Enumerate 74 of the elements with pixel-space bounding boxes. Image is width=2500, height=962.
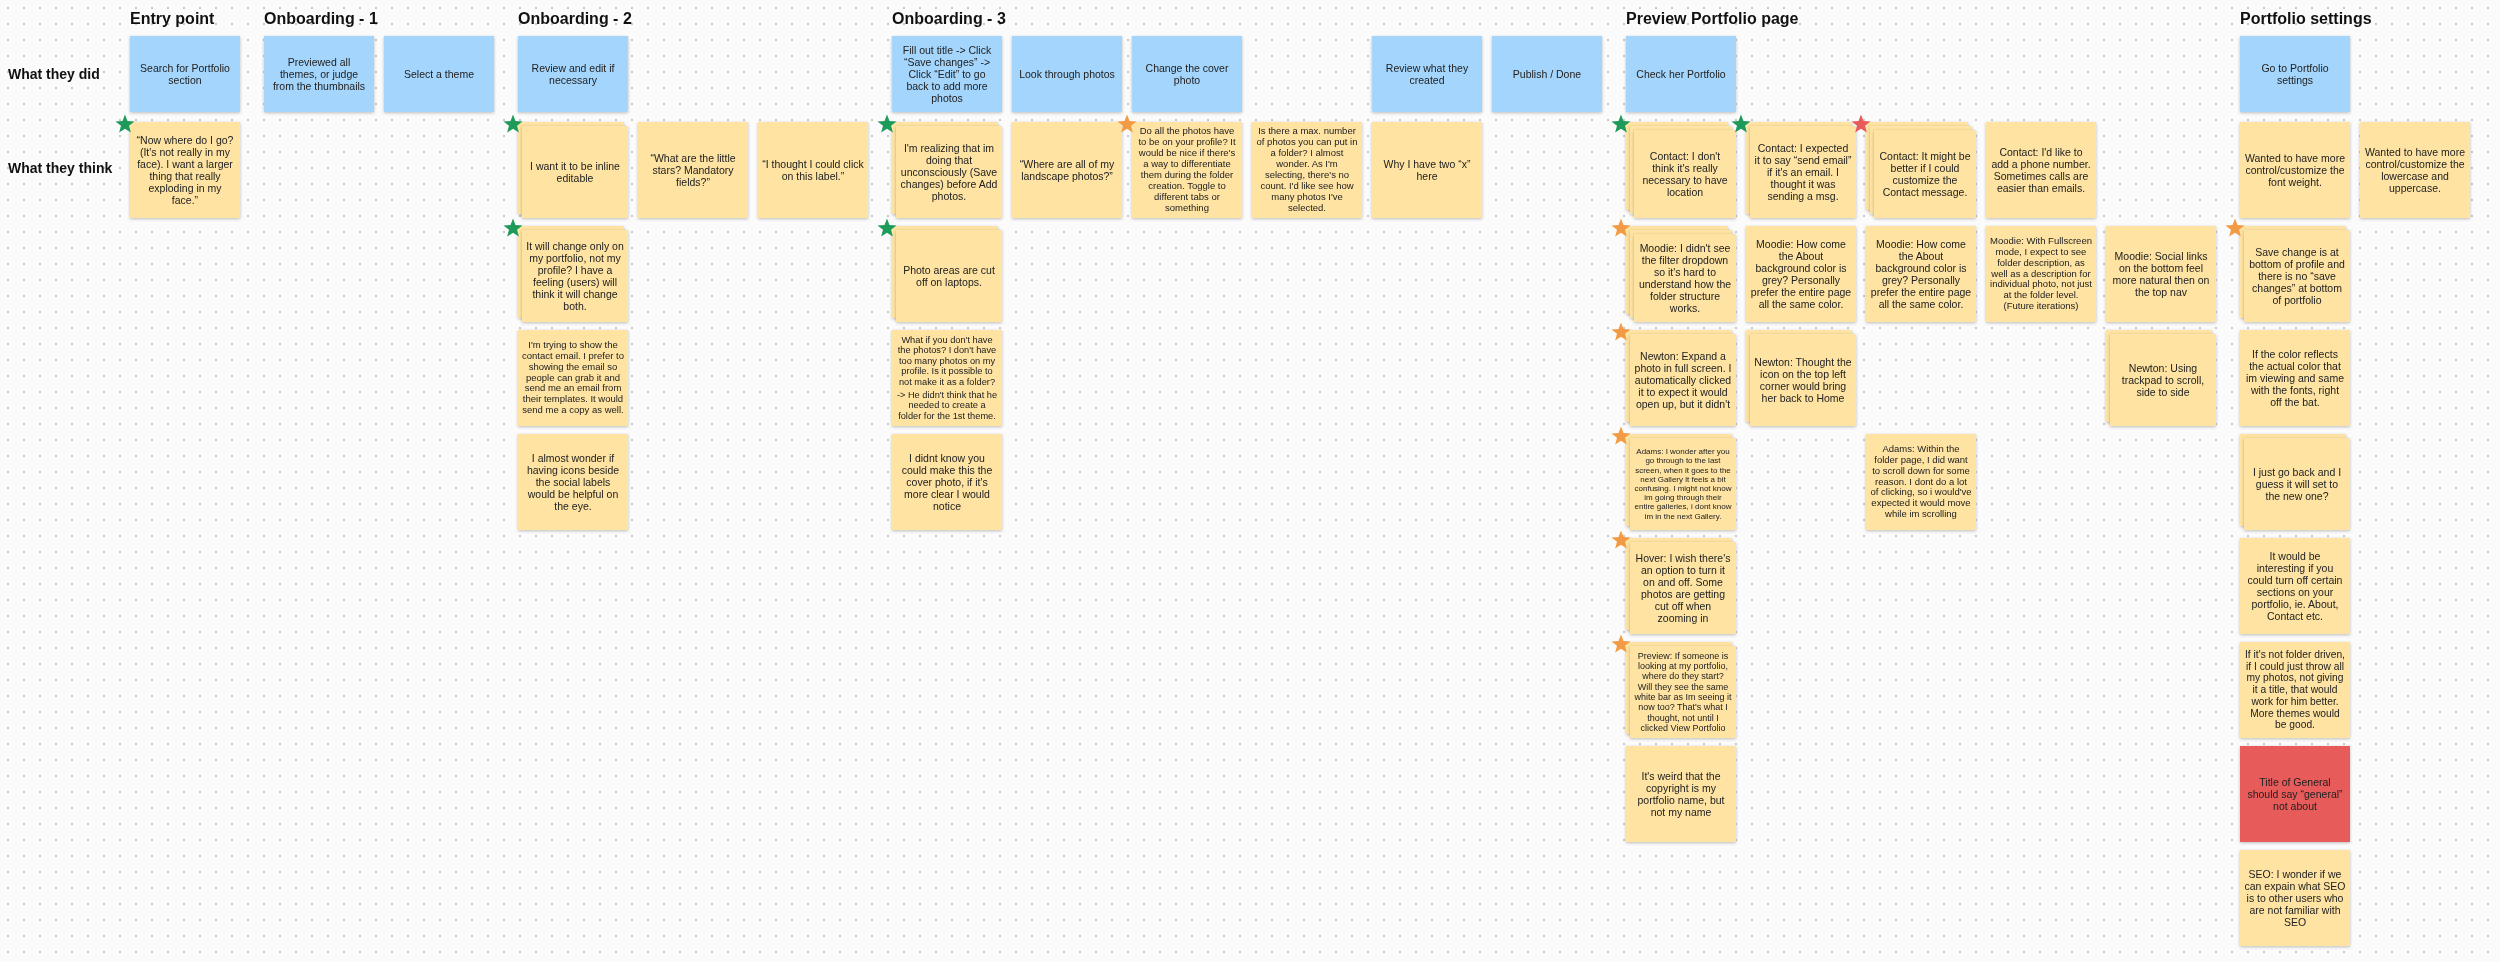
sticky-note: Fill out title -> Click “Save changes” -> Click “Edit” to go back to add more photos [892, 36, 1002, 112]
sticky-note-stack [518, 122, 628, 218]
sticky-note-stack [1626, 226, 1736, 322]
sticky-note: Search for Portfolio section [130, 36, 240, 112]
sticky-note: If it's not folder driven, if I could just throw all my photos, not giving it a title, that would work for him better. More themes would be good. [2240, 642, 2350, 738]
sticky-note: “What are the little stars? Mandatory fields?” [638, 122, 748, 218]
note-text: Newton: Expand a photo in full screen. I automatically clicked it to expect it would open up, but it didn't [1634, 349, 1732, 411]
row-heading: What they think [8, 160, 113, 176]
sticky-note-stack [1746, 330, 1856, 426]
sticky-note: Moodie: How come the About background color is grey? Personally prefer the entire page all the same color. [1746, 226, 1856, 322]
sticky-note-stack [1626, 538, 1736, 634]
sticky-note-stack [892, 226, 1002, 322]
sticky-note-stack [1866, 122, 1976, 218]
note-text: I'm realizing that im doing that unconsciously (Save changes) before Add photos. [900, 141, 998, 203]
sticky-note: Moodie: How come the About background color is grey? Personally prefer the entire page all the same color. [1866, 226, 1976, 322]
sticky-note: SEO: I wonder if we can expain what SEO is to other users who are not familiar with SEO [2240, 850, 2350, 946]
sticky-note: “Now where do I go? (It's not really in my face). I want a larger thing that really exploding in my face.” [130, 122, 240, 218]
sticky-note: Change the cover photo [1132, 36, 1242, 112]
sticky-note: I'm trying to show the contact email. I prefer to showing the email so people can grab it and send me an email from their templates. It would send me a copy as well. [518, 330, 628, 426]
sticky-note: Moodie: With Fullscreen mode, I expect to see folder description, as well as a description for individual photo, not just at the folder level. (Future iterations) [1986, 226, 2096, 322]
note-text: Contact: I expected it to say “send email” if it's an email. I thought it was sending a msg. [1754, 141, 1852, 203]
sticky-note-stack [1626, 642, 1736, 738]
sticky-note: Go to Portfolio settings [2240, 36, 2350, 112]
note-text: Hover: I wish there's an option to turn it on and off. Some photos are getting cut off when zooming in [1634, 551, 1732, 625]
column-heading: Onboarding - 3 [892, 10, 1006, 28]
sticky-note-stack [892, 122, 1002, 218]
note-text: I just go back and I guess it will set to the new one? [2251, 465, 2343, 503]
sticky-note-stack [2106, 330, 2216, 426]
note-text: Save change is at bottom of profile and there is no “save changes” at bottom of portfolio [2248, 245, 2346, 307]
sticky-note: I didnt know you could make this the cover photo, if it's more clear I would notice [892, 434, 1002, 530]
sticky-note: Why I have two “x” here [1372, 122, 1482, 218]
sticky-note: Select a theme [384, 36, 494, 112]
note-text: Adams: I wonder after you go through to the last screen, when it goes to the next Gallery it feels a bit confusing. I might not know im going through their entire galleries, i dont know im in the next Gallery. [1634, 447, 1732, 521]
sticky-note: I almost wonder if having icons beside the social labels would be helpful on the eye. [518, 434, 628, 530]
sticky-note-stack [1626, 330, 1736, 426]
sticky-note-stack [2240, 226, 2350, 322]
sticky-note: Title of General should say “general” not about [2240, 746, 2350, 842]
sticky-note: “Where are all of my landscape photos?” [1012, 122, 1122, 218]
note-text: I want it to be inline editable [529, 159, 621, 185]
note-text: Preview: If someone is looking at my portfolio, where do they start? Will they see the same white bar as Im seeing it now too? That's what I thought, not until I clicked View Portfolio [1634, 650, 1732, 734]
sticky-note: Publish / Done [1492, 36, 1602, 112]
note-text: It will change only on my portfolio, not my profile? I have a feeling (users) will think it will change both. [526, 239, 624, 313]
sticky-note: Contact: I'd like to add a phone number. Sometimes calls are easier than emails. [1986, 122, 2096, 218]
column-heading: Preview Portfolio page [1626, 10, 1799, 28]
note-text: Contact: I don't think it's really necessary to have location [1641, 149, 1729, 199]
note-text: Newton: Thought the icon on the top left corner would bring her back to Home [1754, 355, 1852, 405]
sticky-note: Wanted to have more control/customize the lowercase and uppercase. [2360, 122, 2470, 218]
sticky-note: Wanted to have more control/customize the font weight. [2240, 122, 2350, 218]
sticky-note: Review what they created [1372, 36, 1482, 112]
sticky-note: What if you don't have the photos? I don't have too many photos on my profile. Is it possible to not make it as a folder? -> He didn't think that he needed to create a folder for the 1st theme. [892, 330, 1002, 426]
sticky-note: Check her Portfolio [1626, 36, 1736, 112]
sticky-note: “I thought I could click on this label.” [758, 122, 868, 218]
sticky-note: Is there a max. number of photos you can put in a folder? I almost wonder. As I'm selecting, there's no count. I'd like see how many photos I've selected. [1252, 122, 1362, 218]
sticky-note: Moodie: Social links on the bottom feel more natural then on the top nav [2106, 226, 2216, 322]
sticky-note: It would be interesting if you could turn off certain sections on your portfolio, ie. About, Contact etc. [2240, 538, 2350, 634]
column-heading: Onboarding - 1 [264, 10, 378, 28]
note-text: Moodie: I didn't see the filter dropdown so it's hard to understand how the folder structure works. [1638, 241, 1732, 315]
sticky-note-stack [2240, 434, 2350, 530]
sticky-note: Previewed all themes, or judge from the thumbnails [264, 36, 374, 112]
note-text: Photo areas are cut off on laptops. [902, 263, 996, 289]
sticky-note: If the color reflects the actual color that im viewing and same with the fonts, right off the bat. [2240, 330, 2350, 426]
sticky-note-stack [1626, 434, 1736, 530]
sticky-note: Do all the photos have to be on your profile? It would be nice if there's a way to differentiate them during the folder creation. Toggle to different tabs or something [1132, 122, 1242, 218]
sticky-note: It's weird that the copyright is my portfolio name, but not my name [1626, 746, 1736, 842]
sticky-note: Review and edit if necessary [518, 36, 628, 112]
sticky-note-stack [1746, 122, 1856, 218]
sticky-note: Look through photos [1012, 36, 1122, 112]
sticky-note: Adams: Within the folder page, I did want to scroll down for some reason. I dont do a lot of clicking, so i would've expected it would move while im scrolling [1866, 434, 1976, 530]
column-heading: Onboarding - 2 [518, 10, 632, 28]
row-heading: What they did [8, 66, 100, 82]
note-text: Contact: It might be better if I could customize the Contact message. [1878, 149, 1972, 199]
sticky-note-stack [1626, 122, 1736, 218]
note-text: Newton: Using trackpad to scroll, side to side [2120, 361, 2206, 399]
sticky-note-stack [518, 226, 628, 322]
